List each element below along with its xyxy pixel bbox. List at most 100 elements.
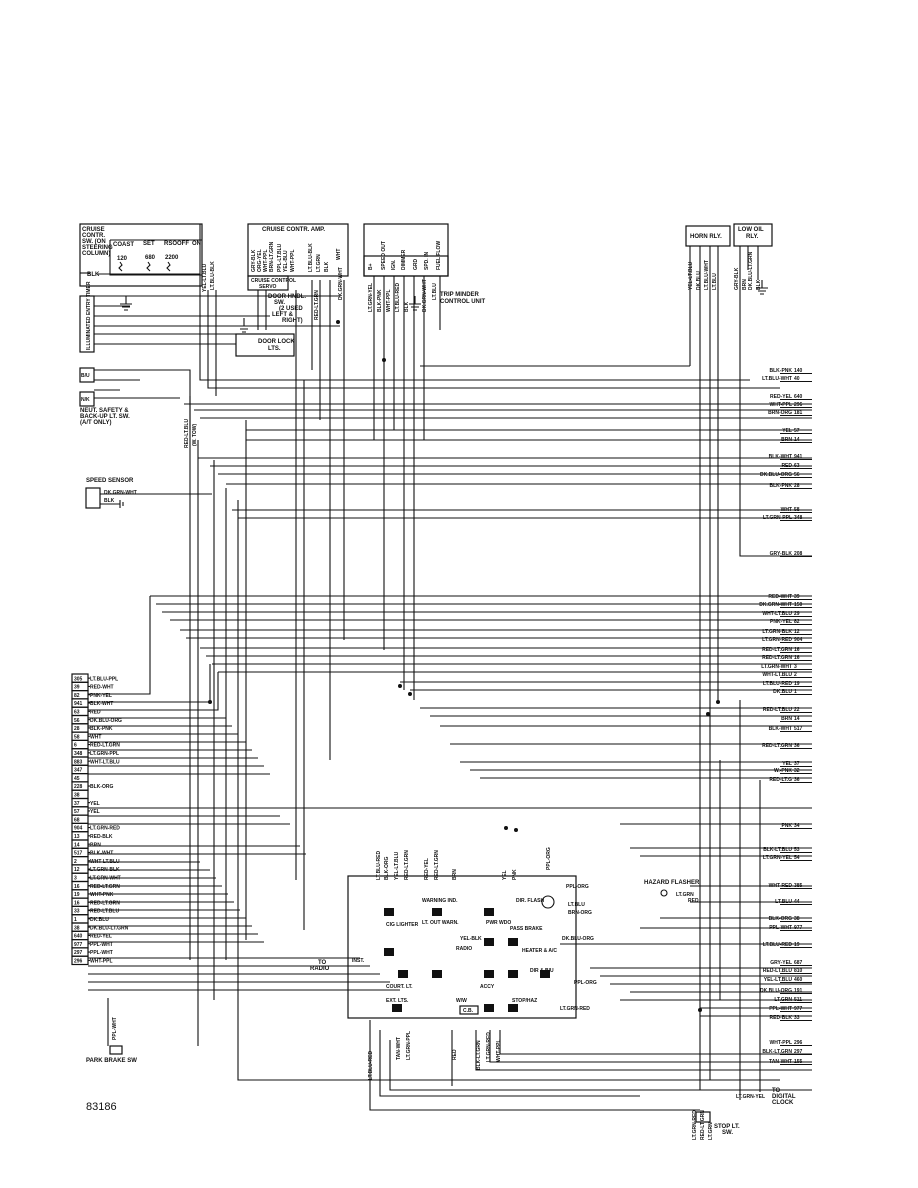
right-wire-color: WHT-LT.BLU [762,672,792,678]
door-hndl-4: LEFT & [272,312,294,318]
right-wire-color: GRY-YEL [770,960,792,966]
right-wire-color: LT.GRN-YEL [763,855,792,861]
vlabel-gry-blk: GRY-BLK [734,267,740,290]
amp-pin-8: LT.BLU-BLK [308,243,314,272]
tm-pin-spd-in: SPD. IN [424,252,430,270]
tm-pin-dimmer: DIMMER [401,249,407,270]
digital-clock-2: DIGITAL [772,1094,796,1100]
right-wire-color: LT.BLU-WHT [762,376,792,382]
right-wire-number: 14 [794,716,800,722]
door-handle-switch: DOOR HNDL. SW. (2 USED LEFT & RIGHT) DOO… [235,294,306,357]
fuse-lt-out-warn: LT. OUT WARN. [422,920,459,926]
hazard-lt-grn: LT.GRN [676,892,694,898]
right-wire-color: BLK-WHT [769,726,792,732]
vlabel-ppl-org: PPL-ORG [546,847,552,870]
amp-pin-7: WHT-PPL [290,250,296,273]
tm-pin-grd: GRD [413,259,419,271]
right-wire-color: LT.GRN-BLK [762,629,792,635]
right-wire-color: BRN-ORG [768,410,792,416]
connector-pin-number: 37 [74,801,80,807]
right-wire-number: 687 [794,960,803,966]
right-wire-number: 33 [794,1015,800,1021]
connector-pin-number: 39 [74,685,80,691]
rso-label: RSO [164,241,177,247]
bu-label: B/U [81,373,90,379]
connector-pin-number: 296 [74,959,83,965]
fuse-block: CIG LIGHTER WARNING IND. LT. OUT WARN. P… [347,875,577,1019]
door-hndl-5: RIGHT) [282,318,303,324]
on-label: ON [192,241,201,247]
vlabel-yel-lt-blu-3: YEL-LT.BLU [394,851,400,880]
right-wire-number: 296 [794,1040,803,1046]
connector-wire-label: RED-YEL [90,934,112,940]
right-wire-number: 29 [794,611,800,617]
right-wire-number: 40 [794,376,800,382]
connector-pin-number: 57 [74,809,80,815]
connector-pin-number: 56 [74,718,80,724]
cruise-switch-title-3: SW. (ON [82,239,106,245]
right-wire-color: LT.GRN-RED [762,637,792,643]
vlabel-lt-blu: LT.BLU [432,283,438,300]
resistor-2200: 2200 [165,255,179,261]
right-wire-color: RED-WHT [768,594,792,600]
fuse-cb: C.B. [463,1008,474,1014]
cruise-switch-title-1: CRUISE [82,227,105,233]
right-wire-color: BLK-LT.BLU [763,847,792,853]
connector-pin-number: 19 [74,892,80,898]
right-wire-number: 28 [794,483,800,489]
vlabel-lt-blu-red-2: LT.BLU-RED [376,851,382,880]
resistor-680: 680 [145,255,156,261]
label-dk-blu-org: DK.BLU-ORG [562,936,594,942]
cruise-switch-title-4: STEERING [82,245,113,251]
right-wire-number: 19 [794,942,800,948]
vlabel-dk-grn-wht: DK.GRN-WHT [338,267,344,300]
right-wire-number: 38 [794,916,800,922]
connector-wire-label: WHT-LT.BLU [90,759,120,765]
fuse-dir-bu: DIR & B/U [530,968,554,974]
label-ppl-org-2: PPL-ORG [566,884,589,890]
right-wire-color: PPL-WHT [769,1006,792,1012]
connector-wire-label: PPL-WHT [90,950,113,956]
speed-sensor: SPEED SENSOR DK.GRN-WHT BLK [85,478,212,509]
connector-wire-label: RED-LT.GRN [90,900,120,906]
door-lock-1: DOOR LOCK [258,339,295,345]
amp-pin-2: ORG-YEL [257,249,263,272]
connector-pin-number: 517 [74,851,83,857]
connector-wire-label: WHT-PNK [90,892,114,898]
illum-entry-title: ILLUMINATED ENTRY TIMER [86,281,92,350]
right-wire-number: 36 [794,777,800,783]
vlabel-wht-ppl-2: WHT-PPL [496,1040,502,1063]
right-wire-color: BLK-WHT [769,454,792,460]
servo-label-1: CRUISE CONTROL [251,278,296,284]
right-wire-color: YEL [782,428,792,434]
connector-wire-label: DK.BLU [90,917,109,923]
right-wire-color: WHT-PPL [770,402,793,408]
right-wire-number: 208 [794,551,803,557]
connector-wire-label: YEL [90,809,100,815]
connector-pin-number: 640 [74,934,83,940]
vlabel-lt-blu-blk: LT.BLU-BLK [210,261,216,290]
digital-clock-1: TO [772,1088,781,1094]
neut-safety-3: (A/T ONLY) [80,420,111,426]
amp-pin-6: YEL-BLU [283,250,289,272]
right-wire-color: DK.BLU [773,689,792,695]
connector-wire-label: PPL-WHT [90,942,113,948]
amp-pin-10: BLK [324,261,330,272]
right-wire-number: 57 [794,428,800,434]
vlabel-yel: YEL [502,870,508,880]
illuminated-entry-timer: ILLUMINATED ENTRY TIMER [79,281,95,353]
park-brake-title: PARK BRAKE SW [86,1058,137,1064]
connector-wire-label: YEL [90,801,100,807]
to-radio: TO RADIO [310,960,330,972]
connector-pin-number: 941 [74,701,83,707]
cruise-amp-title: CRUISE CONTR. AMP. [262,227,325,233]
vlabel-yel-lt-blu-2: YEL-LT.BLU [688,261,694,290]
cruise-gnd-label: BLK [87,272,100,278]
servo-label-2: SERVO [259,284,277,290]
stop-lt-sw-1: STOP LT. [714,1124,740,1130]
right-wire-color: RED-LT.GRN [762,743,792,749]
right-wire-color: RED-LT.GRN [762,647,792,653]
right-wire-color: RED-YEL [770,394,792,400]
cruise-switch-title-2: CONTR. [82,233,105,239]
